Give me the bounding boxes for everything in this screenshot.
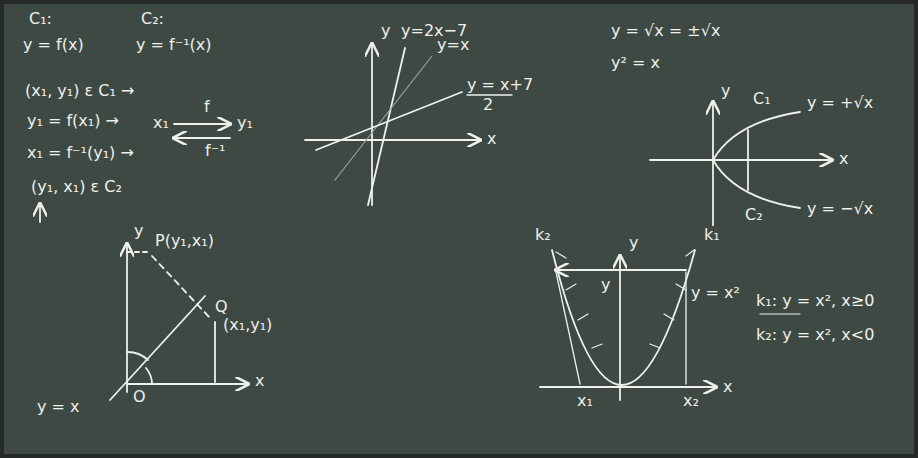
angle-arc <box>146 368 152 384</box>
chalk-label: k₂ <box>534 226 552 244</box>
chalk-label: f⁻¹ <box>204 142 227 160</box>
y-axis <box>371 44 373 205</box>
chalk-label: C₂: <box>140 10 165 28</box>
chalk-label: C₂ <box>744 206 764 224</box>
chalk-label: (x₁, y₁) ε C₁ → <box>24 82 135 100</box>
chalk-label: y <box>600 276 611 294</box>
chalk-label: x₁ <box>152 114 170 132</box>
chalk-label: x <box>486 130 497 148</box>
chalk-label: y = x <box>36 398 81 416</box>
chalk-label: y = x+7 <box>466 76 534 94</box>
parabola-curve <box>552 250 695 385</box>
vertical-line <box>747 130 749 190</box>
chalk-label: x₂ <box>682 392 700 410</box>
y-axis <box>126 244 128 392</box>
small-arrow <box>39 204 41 222</box>
chalk-label: y = x² <box>690 284 741 302</box>
chalk-label: k₂: y = x², x<0 <box>755 326 875 344</box>
chalk-label: y = −√x <box>806 200 874 218</box>
chalk-label: y = √x = ±√x <box>610 22 721 40</box>
tick-marks <box>556 250 694 348</box>
dashed-line <box>152 256 210 318</box>
drop-line <box>685 272 686 384</box>
chalk-label: y = f⁻¹(x) <box>135 36 213 54</box>
dotted-line <box>127 251 150 253</box>
vertical-line <box>214 322 216 382</box>
chalk-label: k₁: y = x², x≥0 <box>755 292 875 310</box>
chalk-label: O <box>132 388 147 406</box>
chalk-label: y₁ <box>236 114 254 132</box>
chalk-label: (y₁, x₁) ε C₂ <box>30 178 123 196</box>
parabola-curve <box>713 112 800 208</box>
chalk-label: C₁: <box>28 10 53 28</box>
line-graph <box>335 56 432 180</box>
chalk-label: y <box>720 82 731 100</box>
x-axis <box>540 386 716 388</box>
chalk-label: k₁ <box>703 226 721 244</box>
chalk-label: P(y₁,x₁) <box>154 232 215 250</box>
map-arrow <box>174 123 230 125</box>
chalk-label: y <box>628 234 639 252</box>
chalk-label: x <box>722 378 733 396</box>
diagonal-line <box>110 296 205 400</box>
chalk-label: y <box>380 22 391 40</box>
y-axis <box>619 256 621 400</box>
map-arrow <box>174 137 230 139</box>
chalk-label: y=x <box>436 36 470 54</box>
chalk-label: y² = x <box>610 54 661 72</box>
chalk-label: x <box>838 150 849 168</box>
chalk-label: y = +√x <box>806 94 874 112</box>
chalk-label: y₁ = f(x₁) → <box>26 112 120 130</box>
chalk-label: x₁ = f⁻¹(y₁) → <box>26 144 135 162</box>
chalk-label: C₁ <box>752 90 772 108</box>
level-line <box>556 269 686 271</box>
chalk-label: y <box>133 222 144 240</box>
chalk-label: Q <box>214 298 229 316</box>
line-graph <box>316 92 462 150</box>
y-axis <box>712 102 714 232</box>
x-axis <box>127 383 248 385</box>
chalk-label: f <box>203 98 211 116</box>
angle-arc <box>127 352 148 360</box>
chalk-label: y = f(x) <box>22 36 85 54</box>
drop-line <box>556 272 580 384</box>
x-axis <box>305 139 480 141</box>
chalk-label: x <box>254 372 265 390</box>
chalk-label: x₁ <box>576 392 594 410</box>
x-axis <box>650 159 832 161</box>
chalk-label: 2 <box>482 96 494 114</box>
underline <box>760 313 800 314</box>
chalk-label: (x₁,y₁) <box>222 316 273 334</box>
